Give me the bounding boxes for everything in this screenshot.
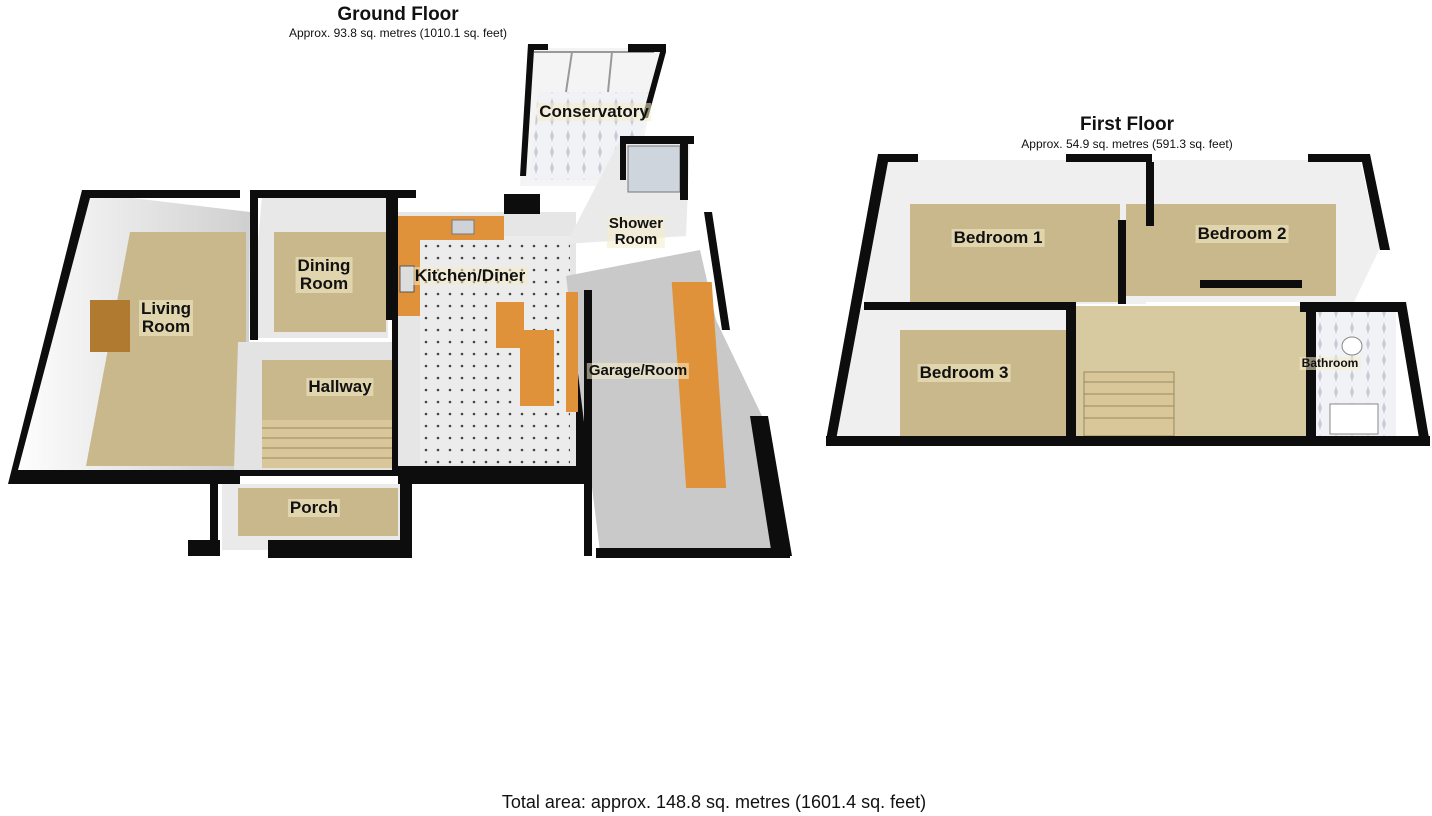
fireplace	[90, 300, 130, 352]
room-label-kitchen-diner: Kitchen/Diner	[412, 266, 528, 285]
garage-worktop	[671, 282, 727, 488]
room-label-hallway: Hallway	[306, 377, 374, 396]
shower-tray	[627, 145, 681, 193]
kitchen-island	[496, 302, 524, 348]
room-label-porch: Porch	[287, 498, 341, 517]
shower-room-walls	[620, 136, 694, 200]
bedroom-3-carpet	[900, 330, 1066, 436]
total-area: Total area: approx. 148.8 sq. metres (16…	[501, 792, 927, 812]
garage-floor	[566, 250, 786, 552]
first-floor-area: Approx. 54.9 sq. metres (591.3 sq. feet)	[1021, 137, 1233, 151]
first-floor-title: First Floor	[1080, 114, 1174, 135]
room-label-bedroom-3: Bedroom 3	[917, 363, 1011, 382]
living-room-walls	[8, 190, 240, 484]
first-floor-plan	[826, 154, 1430, 446]
room-label-bedroom-2: Bedroom 2	[1195, 224, 1289, 243]
room-label-garage-room: Garage/Room	[586, 362, 690, 379]
bath-icon	[1329, 403, 1379, 435]
room-label-living-room: Living Room	[138, 299, 194, 336]
ground-floor-plan	[8, 44, 792, 558]
garage-walls	[584, 212, 792, 558]
room-label-shower-room: Shower Room	[606, 215, 666, 248]
ground-floor-title: Ground Floor	[337, 4, 459, 25]
first-floor-staircase	[1083, 371, 1175, 437]
room-label-bedroom-1: Bedroom 1	[951, 228, 1045, 247]
living-room-carpet	[86, 232, 246, 466]
porch-walls	[188, 478, 412, 558]
bedroom-1-carpet	[910, 204, 1120, 302]
garage-strip	[566, 292, 578, 412]
room-label-bathroom: Bathroom	[1299, 356, 1361, 370]
toilet-icon	[1341, 336, 1363, 356]
sink-icon	[451, 219, 475, 235]
kitchen-island-2	[520, 330, 554, 406]
first-floor-walls	[826, 154, 1430, 446]
room-label-dining-room: Dining Room	[295, 256, 353, 293]
ground-floor-area: Approx. 93.8 sq. metres (1010.1 sq. feet…	[288, 26, 508, 40]
room-label-conservatory: Conservatory	[537, 102, 651, 121]
